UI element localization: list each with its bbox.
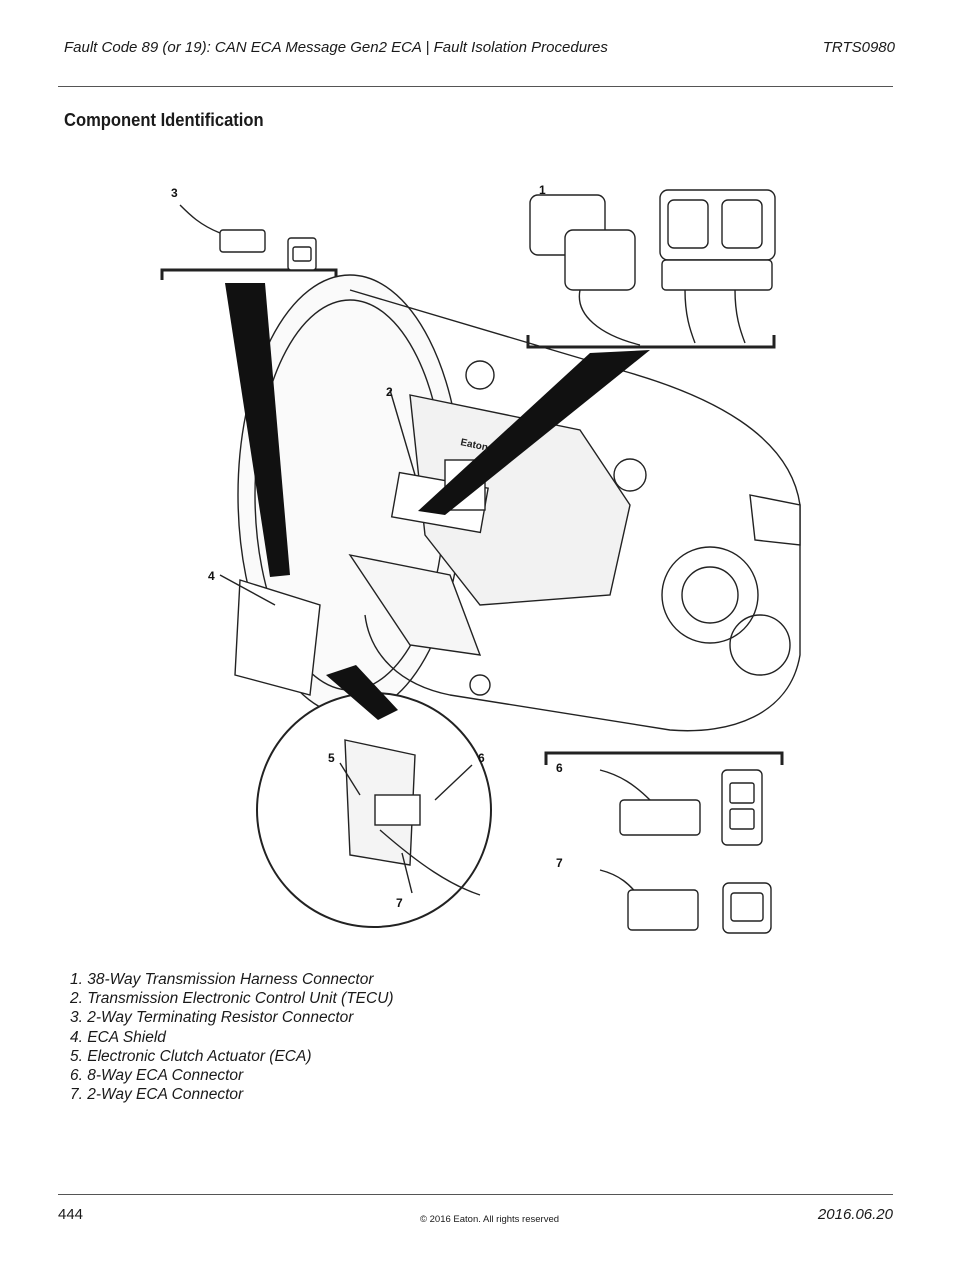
transmission-component-diagram: Eaton 1 2 3 4 5 6 6 7 7: [160, 183, 801, 934]
legend-item: 3. 2-Way Terminating Resistor Connector: [70, 1009, 354, 1027]
callout-7-circle: 7: [396, 896, 403, 910]
legend-item: 6. 8-Way ECA Connector: [70, 1067, 244, 1085]
document-code: TRTS0980: [822, 39, 895, 56]
header-title: Fault Code 89 (or 19): CAN ECA Message G…: [64, 39, 608, 56]
legend-item: 1. 38-Way Transmission Harness Connector: [70, 971, 374, 988]
callout-4: 4: [208, 569, 215, 583]
copyright-notice: © 2016 Eaton. All rights reserved: [419, 1214, 560, 1225]
callout-6: 6: [556, 761, 563, 775]
footer-date: 2016.06.20: [817, 1206, 893, 1223]
callout-3: 3: [171, 186, 178, 200]
section-title: Component Identification: [64, 110, 264, 130]
callout-1: 1: [539, 183, 546, 197]
legend-item: 2. Transmission Electronic Control Unit …: [70, 990, 394, 1008]
callout-7: 7: [556, 856, 563, 870]
legend-item: 7. 2-Way ECA Connector: [70, 1086, 244, 1104]
callout-6-circle: 6: [478, 751, 485, 765]
page-number: 444: [58, 1206, 84, 1223]
component-legend: 1. 38-Way Transmission Harness Connector…: [70, 970, 394, 1104]
callout-5: 5: [328, 751, 335, 765]
legend-item: 4. ECA Shield: [70, 1028, 166, 1046]
callout-2: 2: [386, 385, 393, 399]
footer-divider: [58, 1194, 893, 1195]
header-divider: [58, 86, 893, 87]
legend-item: 5. Electronic Clutch Actuator (ECA): [70, 1047, 312, 1065]
